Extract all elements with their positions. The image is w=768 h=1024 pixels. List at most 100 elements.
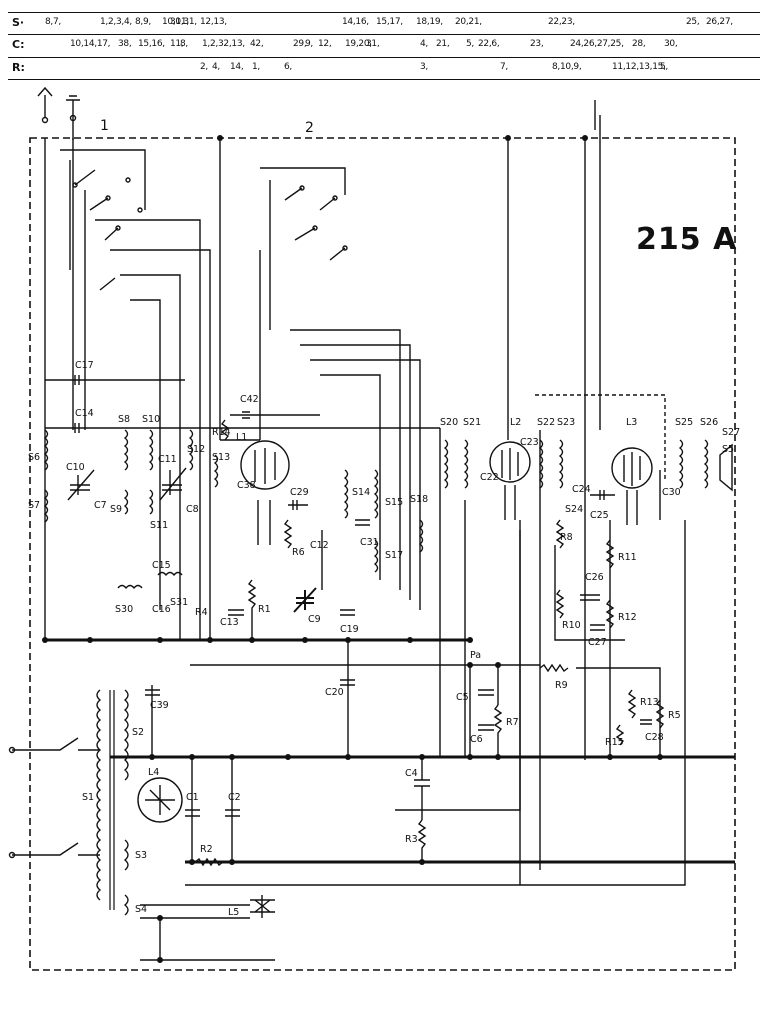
- header-cell: 24,26,27,25,: [570, 39, 624, 49]
- label-C9: C9: [308, 614, 321, 625]
- capacitor-C2: [225, 757, 240, 862]
- coil-S7: [43, 489, 49, 523]
- label-S25: S25: [675, 417, 693, 428]
- coil-S8: [123, 429, 129, 471]
- label-R10: R10: [562, 620, 581, 631]
- label-S22: S22: [537, 417, 555, 428]
- coil-S20: [443, 439, 449, 489]
- label-S24: S24: [565, 504, 583, 515]
- header-cell: 29,: [293, 39, 307, 49]
- label-R8: R8: [560, 532, 573, 543]
- header-cell: 1,2,: [202, 39, 218, 49]
- label-L3: L3: [626, 417, 637, 428]
- label-C14: C14: [75, 408, 94, 419]
- capacitor-C14: [74, 423, 80, 433]
- label-L5: L5: [228, 907, 239, 918]
- header-row-tag: R:: [12, 61, 25, 74]
- coil-S6: [43, 429, 49, 471]
- label-R2: R2: [200, 844, 213, 855]
- header-rule-1: [8, 34, 760, 35]
- header-cell: 8,10,9,: [552, 62, 582, 72]
- header-cell: 4,: [420, 39, 428, 49]
- label-S1: S1: [82, 792, 94, 803]
- label-R7: R7: [506, 717, 519, 728]
- label-C23: C23: [520, 437, 539, 448]
- label-C11: C11: [158, 454, 177, 465]
- label-C38: C38: [237, 480, 256, 491]
- label-C42: C42: [240, 394, 259, 405]
- capacitor-C28: [640, 719, 652, 725]
- header-cell: 23,: [530, 39, 544, 49]
- label-C26: C26: [585, 572, 604, 583]
- capacitor-C29: [288, 500, 308, 510]
- coil-S21: [463, 439, 469, 489]
- header-cell: 14,: [230, 62, 244, 72]
- capacitor-C13: [228, 609, 244, 616]
- capacitor-C5: [478, 689, 494, 696]
- header-cell: 26,27,: [706, 17, 733, 27]
- wave-switch-2: [260, 167, 346, 330]
- label-S31: S31: [170, 597, 188, 608]
- label-C30: C30: [662, 487, 681, 498]
- label-C6: C6: [470, 734, 483, 745]
- header-row-tag: S·: [12, 16, 25, 29]
- capacitor-C9: [293, 587, 317, 613]
- label-S2: S2: [132, 727, 144, 738]
- label-C19: C19: [340, 624, 359, 635]
- label-S4: S4: [135, 904, 147, 915]
- wave-switch-1: [74, 169, 119, 291]
- label-S9: S9: [110, 504, 122, 515]
- header-cell: 42,: [250, 39, 264, 49]
- coil-S17-S18: [373, 519, 424, 573]
- transformer-S3: [123, 839, 129, 871]
- coil-S30: [117, 584, 143, 590]
- header-cell: 8,9,: [135, 17, 151, 27]
- label-S11: S11: [150, 520, 168, 531]
- resistor-R1: [247, 579, 257, 640]
- header-cell: 10,14,17,: [70, 39, 111, 49]
- header-cell: 8,7,: [45, 17, 61, 27]
- header-cell: 22,6,: [478, 39, 500, 49]
- header-cell: 18,19,: [416, 17, 443, 27]
- label-Pa: Pa: [470, 650, 481, 661]
- capacitor-C20: [340, 640, 355, 757]
- header-rule-top: [8, 12, 760, 13]
- header-cell: 7,: [500, 62, 508, 72]
- header-cell: 3,: [420, 62, 428, 72]
- transformer-S4: [123, 894, 129, 916]
- resistor-R2: [194, 857, 224, 867]
- header-cell: 6,: [284, 62, 292, 72]
- header-rule-bottom: [8, 79, 760, 80]
- label-C24: C24: [572, 484, 591, 495]
- header-cell: 30,: [664, 39, 678, 49]
- header-cell: 11,: [170, 39, 184, 49]
- header-cell: 11,12,13,15,: [612, 62, 666, 72]
- label-S12: S12: [187, 444, 205, 455]
- label-C13: C13: [220, 617, 239, 628]
- coil-S25: [678, 439, 684, 489]
- label-C20: C20: [325, 687, 344, 698]
- header-cell: 25,: [686, 17, 700, 27]
- label-L4: L4: [148, 767, 159, 778]
- resistor-R9: [539, 663, 569, 673]
- label-S17: S17: [385, 550, 403, 561]
- capacitor-C1: [185, 757, 200, 862]
- label-S5: S5: [722, 444, 734, 455]
- model-label: 215 A: [636, 222, 738, 257]
- label-R6: R6: [292, 547, 305, 558]
- resistor-R8: [555, 519, 565, 549]
- label-S6: S6: [28, 452, 40, 463]
- capacitor-C27: [590, 624, 605, 631]
- capacitor-C25: [590, 490, 615, 500]
- label-C15: C15: [152, 560, 171, 571]
- header-row-tag: C:: [12, 38, 25, 51]
- earth-terminal: [66, 95, 80, 140]
- label-R15: R15: [605, 737, 624, 748]
- label-S20: S20: [440, 417, 458, 428]
- coil-S13: [213, 454, 219, 488]
- header-cell: 19,20,: [345, 39, 372, 49]
- header-cell: 38,: [118, 39, 132, 49]
- resistor-R14: [220, 419, 230, 441]
- pilot-lamp-L5: [250, 895, 275, 918]
